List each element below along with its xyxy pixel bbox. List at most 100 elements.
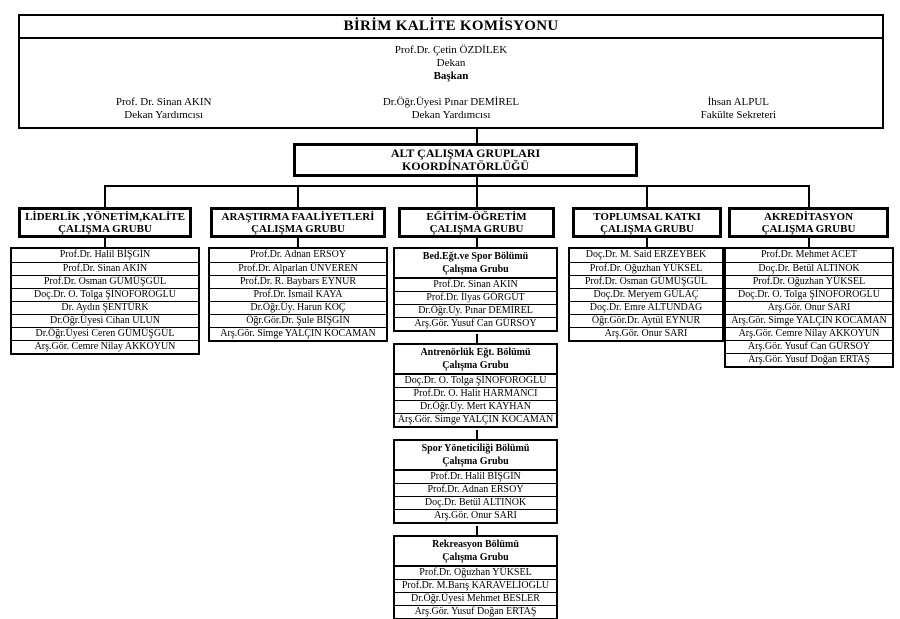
subgroup-title: Antrenörlük Eğt. Bölümü Çalışma Grubu: [395, 345, 556, 374]
connector-header-list-3: [476, 238, 478, 247]
member-row: Prof.Dr. Halil BİŞGİN: [59, 249, 151, 260]
subgroup-title-line2: Çalışma Grubu: [442, 456, 509, 467]
group-title-line2: ÇALIŞMA GRUBU: [761, 223, 856, 235]
member-row: Prof.Dr. Osman GÜMÜŞGÜL: [12, 275, 198, 288]
member-row: Arş.Gör. Yusuf Can GÜRSOY: [726, 340, 892, 353]
subgroup-box-1: Bed.Eğt.ve Spor Bölümü Çalışma Grubu Pro…: [393, 247, 558, 332]
group-header-1: LİDERLİK ,YÖNETİM,KALİTE ÇALIŞMA GRUBU: [18, 207, 192, 238]
member-row: Doç.Dr. O. Tolga ŞİNOFOROĞLU: [726, 288, 892, 301]
member-row: Doç.Dr. Betül ALTINOK: [395, 496, 556, 509]
member-row: Öğr.Gör.Dr. Aytül EYNUR: [570, 314, 722, 327]
member-row: Arş.Gör. Yusuf Doğan ERTAŞ: [395, 605, 556, 618]
group-title-line1: EĞİTİM-ÖĞRETİM: [426, 211, 527, 223]
group-title-line2: ÇALIŞMA GRUBU: [251, 223, 345, 235]
coordinator-box: ALT ÇALIŞMA GRUPLARI KOORDİNATÖRLÜĞÜ: [293, 143, 638, 177]
member-row: Dr.Öğr.Üyesi Ceren GÜMÜŞGÜL: [12, 327, 198, 340]
member-row: Dr.Öğr.Üy. Harun KOÇ: [210, 301, 386, 314]
staff-name: Dr.Öğr.Üyesi Pınar DEMİREL: [382, 96, 520, 108]
subgroup-box-4: Rekreasyon Bölümü Çalışma Grubu Prof.Dr.…: [393, 535, 558, 619]
subgroup-title-line1: Antrenörlük Eğt. Bölümü: [420, 347, 531, 358]
connector-header-list-2: [297, 238, 299, 247]
member-row: Arş.Gör. Yusuf Can GÜRSOY: [395, 317, 556, 330]
staff-name: İhsan ALPUL: [707, 96, 770, 108]
subgroup-box-3: Spor Yöneticiliği Bölümü Çalışma Grubu P…: [393, 439, 558, 524]
member-row: Arş.Gör. Cemre Nilay AKKOYUN: [726, 327, 892, 340]
group-title-line2: ÇALIŞMA GRUBU: [600, 223, 694, 235]
connector-header-list-4: [646, 238, 648, 247]
member-row: Prof.Dr. Osman GÜMÜŞGÜL: [570, 275, 722, 288]
connector-coordinator-branch: [476, 177, 478, 186]
staff-role: Fakülte Sekreteri: [700, 109, 777, 121]
subgroup-title-line1: Rekreasyon Bölümü: [432, 539, 519, 550]
member-row: Prof.Dr. Mehmet ACET: [760, 249, 858, 260]
subgroup-title: Spor Yöneticiliği Bölümü Çalışma Grubu: [395, 441, 556, 470]
connector-commission-coordinator: [476, 129, 478, 143]
member-row: Doç.Dr. O. Tolga ŞİNOFOROĞLU: [12, 288, 198, 301]
staff-member: İhsan ALPUL Fakülte Sekreteri: [595, 96, 882, 122]
staff-member: Dr.Öğr.Üyesi Pınar DEMİREL Dekan Yardımc…: [307, 96, 594, 122]
connector-group-3-stub: [476, 187, 478, 207]
connector-branch-horizontal: [104, 185, 810, 187]
subgroup-title-line2: Çalışma Grubu: [442, 264, 509, 275]
group-header-4: TOPLUMSAL KATKI ÇALIŞMA GRUBU: [572, 207, 722, 238]
group-title-line2: ÇALIŞMA GRUBU: [429, 223, 524, 235]
member-row: Dr.Öğr.Üyesi Mehmet BESLER: [395, 592, 556, 605]
connector-group-5-stub: [808, 187, 810, 207]
subgroup-box-2: Antrenörlük Eğt. Bölümü Çalışma Grubu Do…: [393, 343, 558, 428]
member-row: Arş.Gör. Onur SARI: [570, 327, 722, 340]
member-row: Doç.Dr. O. Tolga ŞİNOFOROĞLU: [395, 374, 556, 387]
group-5-member-list: Prof.Dr. Mehmet ACET Doç.Dr. Betül ALTIN…: [724, 247, 894, 368]
member-row: Arş.Gör. Simge YALÇIN KOCAMAN: [395, 413, 556, 426]
group-header-3: EĞİTİM-ÖĞRETİM ÇALIŞMA GRUBU: [398, 207, 555, 238]
chair-name: Prof.Dr. Çetin ÖZDİLEK: [394, 44, 508, 56]
connector-group-2-stub: [297, 187, 299, 207]
group-header-5: AKREDİTASYON ÇALIŞMA GRUBU: [728, 207, 889, 238]
member-row: Prof.Dr. Sinan AKIN: [12, 262, 198, 275]
member-row: Dr.Öğr.Üyesi Cihan ULUN: [12, 314, 198, 327]
member-row: Dr. Aydın ŞENTÜRK: [12, 301, 198, 314]
member-row: Arş.Gör. Simge YALÇIN KOCAMAN: [726, 314, 892, 327]
staff-name: Prof. Dr. Sinan AKIN: [115, 96, 212, 108]
group-title-line1: ARAŞTIRMA FAALİYETLERİ: [221, 211, 375, 223]
subgroup-title-line1: Spor Yöneticiliği Bölümü: [421, 443, 530, 454]
member-row: Doç.Dr. Emre ALTUNDAĞ: [570, 301, 722, 314]
member-row: Prof.Dr. R. Baybars EYNUR: [210, 275, 386, 288]
subgroup-title: Rekreasyon Bölümü Çalışma Grubu: [395, 537, 556, 566]
member-row: Prof.Dr. Oğuzhan YÜKSEL: [570, 262, 722, 275]
connector-subgroup-1-2: [476, 334, 478, 343]
connector-subgroup-2-3: [476, 430, 478, 439]
member-row: Prof.Dr. Sinan AKIN: [395, 278, 556, 291]
group-2-member-list: Prof.Dr. Adnan ERSOY Prof.Dr. Alparlan Ü…: [208, 247, 388, 342]
staff-role: Dekan Yardımcısı: [124, 109, 204, 121]
member-row: Prof.Dr. O. Halit HARMANCI: [395, 387, 556, 400]
connector-subgroup-3-4: [476, 526, 478, 535]
member-row: Doç.Dr. M. Said ERZEYBEK: [585, 249, 707, 260]
chair-role-dekan: Dekan: [436, 57, 466, 69]
subgroup-title-line2: Çalışma Grubu: [442, 552, 509, 563]
member-row: Doç.Dr. Betül ALTINOK: [726, 262, 892, 275]
staff-row: Prof. Dr. Sinan AKIN Dekan Yardımcısı Dr…: [20, 96, 882, 122]
commission-title: BİRİM KALİTE KOMİSYONU: [20, 16, 882, 39]
staff-member: Prof. Dr. Sinan AKIN Dekan Yardımcısı: [20, 96, 307, 122]
member-row: Arş.Gör. Cemre Nilay AKKOYUN: [12, 340, 198, 353]
member-row: Arş.Gör. Onur SARI: [395, 509, 556, 522]
chair-role-baskan: Başkan: [433, 70, 469, 82]
commission-box: BİRİM KALİTE KOMİSYONU Prof.Dr. Çetin ÖZ…: [18, 14, 884, 129]
member-row: Prof.Dr. Adnan ERSOY: [395, 483, 556, 496]
coordinator-title-line2: KOORDİNATÖRLÜĞÜ: [401, 159, 530, 173]
subgroup-title: Bed.Eğt.ve Spor Bölümü Çalışma Grubu: [395, 249, 556, 278]
group-4-member-list: Doç.Dr. M. Said ERZEYBEK Prof.Dr. Oğuzha…: [568, 247, 724, 342]
member-row: Öğr.Gör.Dr. Şule BİŞGİN: [210, 314, 386, 327]
member-row: Prof.Dr. Oğuzhan YÜKSEL: [395, 566, 556, 579]
member-row: Dr.Öğr.Üy. Pınar DEMİREL: [395, 304, 556, 317]
member-row: Prof.Dr. Oğuzhan YÜKSEL: [726, 275, 892, 288]
subgroup-title-line2: Çalışma Grubu: [442, 360, 509, 371]
member-row: Prof.Dr. İlyas GÖRGÜT: [395, 291, 556, 304]
connector-group-1-stub: [104, 187, 106, 207]
connector-group-4-stub: [646, 187, 648, 207]
group-title-line1: AKREDİTASYON: [763, 211, 854, 223]
subgroup-title-line1: Bed.Eğt.ve Spor Bölümü: [422, 251, 529, 262]
group-1-member-list: Prof.Dr. Halil BİŞGİN Prof.Dr. Sinan AKI…: [10, 247, 200, 355]
group-title-line1: LİDERLİK ,YÖNETİM,KALİTE: [25, 211, 185, 223]
